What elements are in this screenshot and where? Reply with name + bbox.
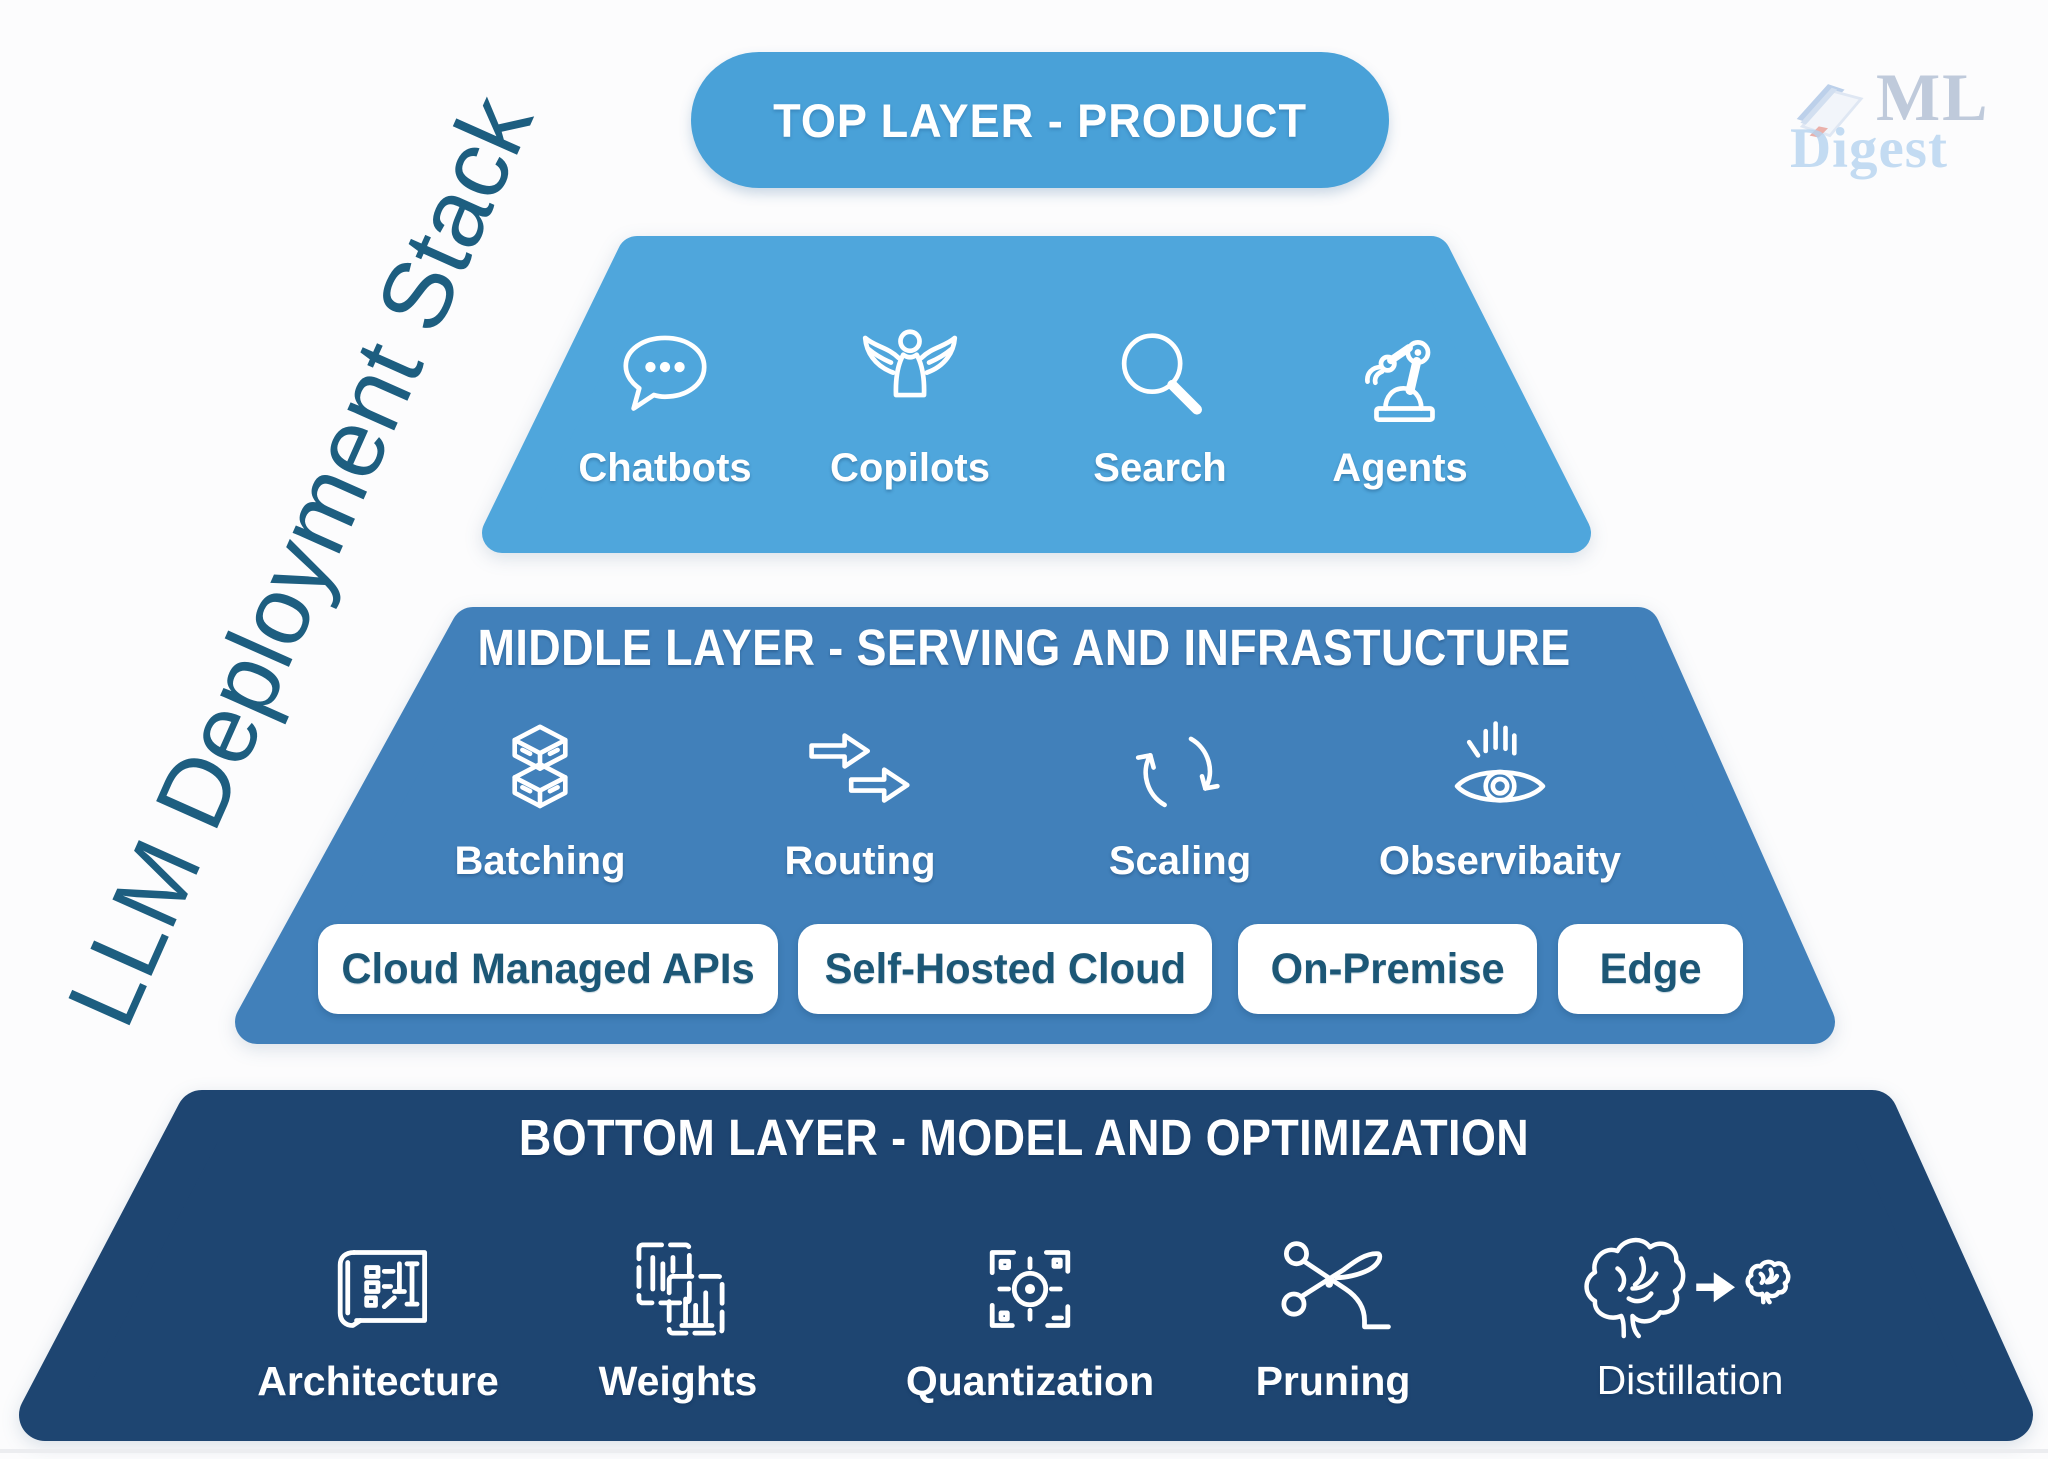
robot-arm-icon: [1365, 340, 1435, 423]
angel-wings-icon: [862, 329, 958, 398]
pill-on-premise: On-Premise: [1238, 924, 1537, 1014]
quantize-grid-icon: [989, 1250, 1071, 1328]
brain-shrink-icon: [1584, 1237, 1791, 1339]
blueprint-icon: [337, 1250, 428, 1328]
chat-bubble-icon: [623, 335, 707, 411]
matrix-icon: [636, 1242, 725, 1336]
watermark-digest: Digest: [1790, 117, 1948, 180]
item-label: Observibaity: [1378, 839, 1622, 883]
item-label: Copilots: [830, 446, 990, 490]
item-label: Quantization: [905, 1358, 1155, 1404]
pill-cloud-managed-apis: Cloud Managed APIs: [318, 924, 778, 1014]
stacked-boxes-icon: [512, 724, 568, 809]
item-weights: Weights: [508, 1226, 848, 1405]
item-label: Agents: [1332, 446, 1468, 490]
top-layer-title: TOP LAYER - PRODUCT: [773, 93, 1307, 147]
top-layer-pill: TOP LAYER - PRODUCT: [691, 52, 1389, 188]
pill-self-hosted-cloud: Self-Hosted Cloud: [798, 924, 1212, 1014]
item-scaling: Scaling: [1010, 718, 1350, 884]
double-arrow-icon: [809, 733, 910, 803]
top-layer-trapezoid: [482, 236, 1591, 553]
item-label: Search: [1093, 446, 1227, 490]
item-search: Search: [990, 320, 1330, 491]
item-label: Scaling: [1108, 839, 1252, 883]
item-observability: Observibaity: [1330, 718, 1670, 884]
item-quantization: Quantization: [860, 1226, 1200, 1405]
middle-layer-trapezoid: [235, 607, 1835, 1044]
scissors-icon: [1281, 1241, 1391, 1330]
magnifier-icon: [1121, 333, 1202, 415]
bottom-layer-trapezoid: [19, 1090, 2033, 1441]
eye-metrics-icon: [1454, 721, 1546, 803]
item-batching: Batching: [370, 718, 710, 884]
item-label: Weights: [598, 1358, 758, 1404]
item-chatbots: Chatbots: [495, 320, 835, 491]
pill-edge: Edge: [1558, 924, 1743, 1014]
item-distillation: Distillation: [1520, 1226, 1860, 1404]
item-routing: Routing: [690, 718, 1030, 884]
item-pruning: Pruning: [1163, 1226, 1503, 1405]
item-label: Batching: [454, 839, 626, 883]
item-label: Chatbots: [578, 446, 752, 490]
bottom-layer-title: BOTTOM LAYER - MODEL AND OPTIMIZATION: [518, 1109, 1530, 1166]
item-label: Pruning: [1255, 1358, 1411, 1404]
item-label: Architecture: [257, 1358, 499, 1404]
item-agents: Agents: [1230, 320, 1570, 491]
middle-layer-title: MIDDLE LAYER - SERVING AND INFRASTUCTURE: [477, 619, 1571, 676]
book-icon: [1796, 84, 1864, 138]
item-architecture: Architecture: [208, 1226, 548, 1405]
item-copilots: Copilots: [740, 320, 1080, 491]
item-label: Routing: [784, 839, 936, 883]
cycle-arrows-icon: [1135, 736, 1220, 808]
watermark-ml: ML: [1876, 59, 1990, 135]
item-label: Distillation: [1596, 1357, 1784, 1403]
bottom-edge-strip: [0, 1449, 2048, 1453]
